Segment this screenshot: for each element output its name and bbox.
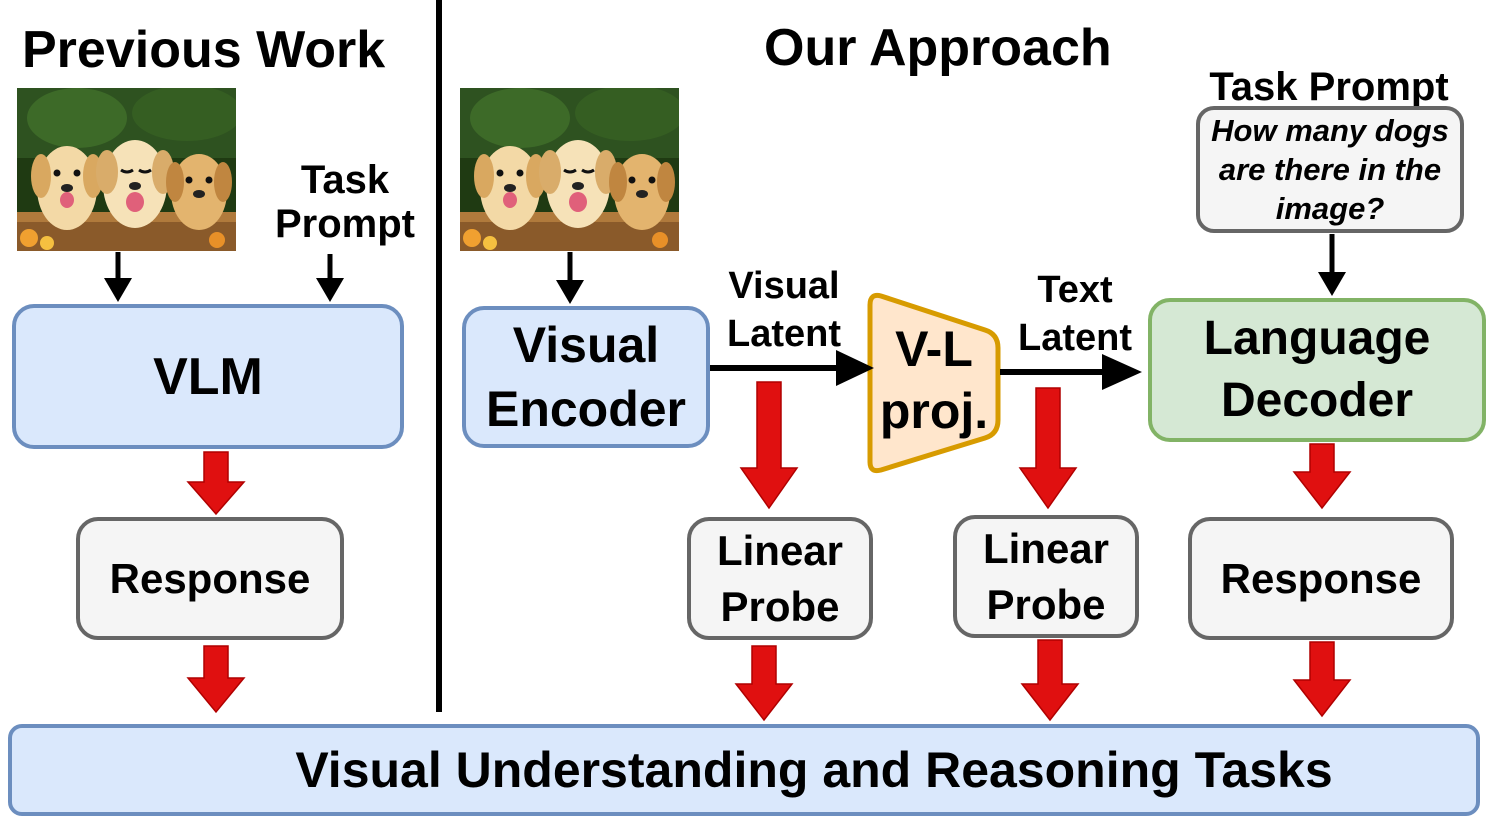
vlm-label: VLM — [153, 347, 263, 406]
language-decoder-box: Language Decoder — [1148, 298, 1486, 442]
task-prompt-label-left: Task Prompt — [270, 158, 420, 246]
task-prompt-line1: Task — [300, 158, 390, 202]
linear-probe-line1: Linear — [716, 526, 844, 574]
red-arrows — [186, 381, 1352, 722]
visual-latent-label: Visual Latent — [714, 262, 854, 358]
dogs-photo-right — [460, 88, 679, 251]
visual-latent-line1: Visual — [728, 265, 840, 307]
vlm-box: VLM — [12, 304, 404, 449]
linear-probe-line2: Probe — [986, 580, 1106, 628]
response-box-right: Response — [1188, 517, 1454, 640]
section-divider — [436, 0, 442, 712]
response-box-left: Response — [76, 517, 344, 640]
text-latent-label: Text Latent — [1010, 266, 1140, 362]
linear-probe-box-text: Linear Probe — [953, 515, 1139, 638]
vl-proj-line1: V-L — [895, 321, 973, 377]
tasks-bar-label: Visual Understanding and Reasoning Tasks — [295, 742, 1333, 798]
language-decoder-line1: Language — [1203, 312, 1431, 365]
black-arrows — [104, 234, 1346, 390]
question-line2: are there in the — [1218, 152, 1442, 187]
linear-probe-line1: Linear — [982, 524, 1110, 572]
text-latent-line1: Text — [1037, 269, 1113, 311]
visual-encoder-line2: Encoder — [485, 381, 687, 437]
task-prompt-heading-right: Task Prompt — [1209, 65, 1449, 109]
linear-probe-line2: Probe — [720, 582, 840, 630]
vl-proj-shape — [867, 292, 1001, 474]
vl-proj-label: V-L proj. — [868, 318, 1000, 442]
visual-encoder-box: Visual Encoder — [462, 306, 710, 448]
question-line1: How many dogs — [1211, 113, 1449, 148]
question-box: How many dogs are there in the image? — [1196, 106, 1464, 233]
text-latent-line2: Latent — [1018, 317, 1132, 359]
linear-probe-box-visual: Linear Probe — [687, 517, 873, 640]
visual-latent-line2: Latent — [727, 313, 841, 355]
language-decoder-line2: Decoder — [1220, 374, 1414, 427]
vl-proj-line2: proj. — [879, 383, 989, 439]
tasks-bar: Visual Understanding and Reasoning Tasks — [8, 724, 1480, 816]
our-approach-heading: Our Approach — [764, 19, 1112, 77]
visual-encoder-line1: Visual — [512, 317, 660, 373]
response-label-left: Response — [109, 554, 311, 602]
question-line3: image? — [1275, 191, 1385, 226]
response-label-right: Response — [1220, 554, 1422, 602]
previous-work-heading: Previous Work — [22, 21, 386, 79]
dogs-photo-left — [17, 88, 236, 251]
task-prompt-line2: Prompt — [275, 202, 415, 246]
